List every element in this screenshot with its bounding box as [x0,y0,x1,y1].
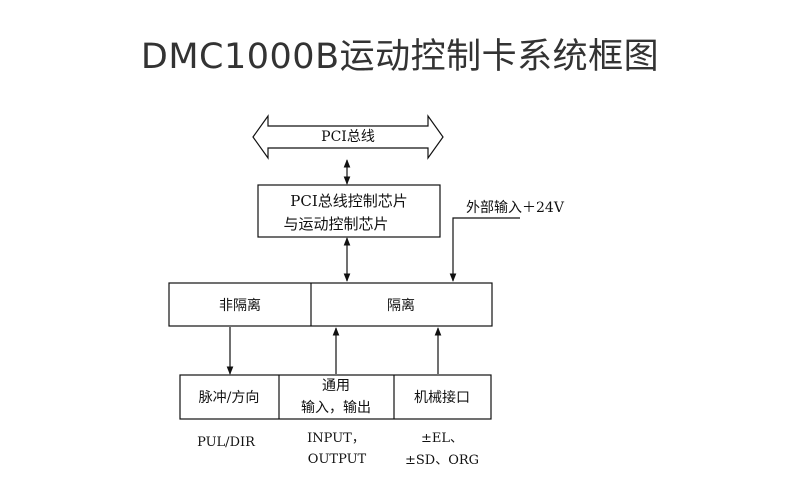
signal-pul-dir: PUL/DIR [197,435,256,450]
external-24v-input: 外部输入＋24V [449,200,565,282]
chip-label-line2: 与运动控制芯片 [283,215,388,233]
mechanical-interface-label: 机械接口 [414,389,470,406]
pci-bus-arrow: PCI总线 [252,114,444,160]
interface-row: 脉冲/方向 通用 输入，输出 机械接口 [179,374,492,420]
pulse-direction-label: 脉冲/方向 [199,390,260,406]
pci-motion-chip-block: PCI总线控制芯片 与运动控制芯片 [257,184,441,238]
pci-bus-label: PCI总线 [321,129,375,145]
isolated-label: 隔离 [387,297,415,314]
chip-label-line1: PCI总线控制芯片 [290,192,408,210]
signal-mech-line1: ±EL、 [421,431,463,446]
page-title: DMC1000B运动控制卡系统框图 [140,37,660,77]
external-input-label: 外部输入＋24V [466,200,565,216]
general-io-label-line1: 通用 [322,378,350,394]
signal-io-line2: OUTPUT [308,452,367,467]
non-isolated-label: 非隔离 [219,297,261,314]
signal-mech-line2: ±SD、ORG [405,453,479,468]
general-io-label-line2: 输入，输出 [301,400,371,416]
isolation-row: 非隔离 隔离 [168,282,493,327]
signal-io-line1: INPUT， [307,431,365,446]
